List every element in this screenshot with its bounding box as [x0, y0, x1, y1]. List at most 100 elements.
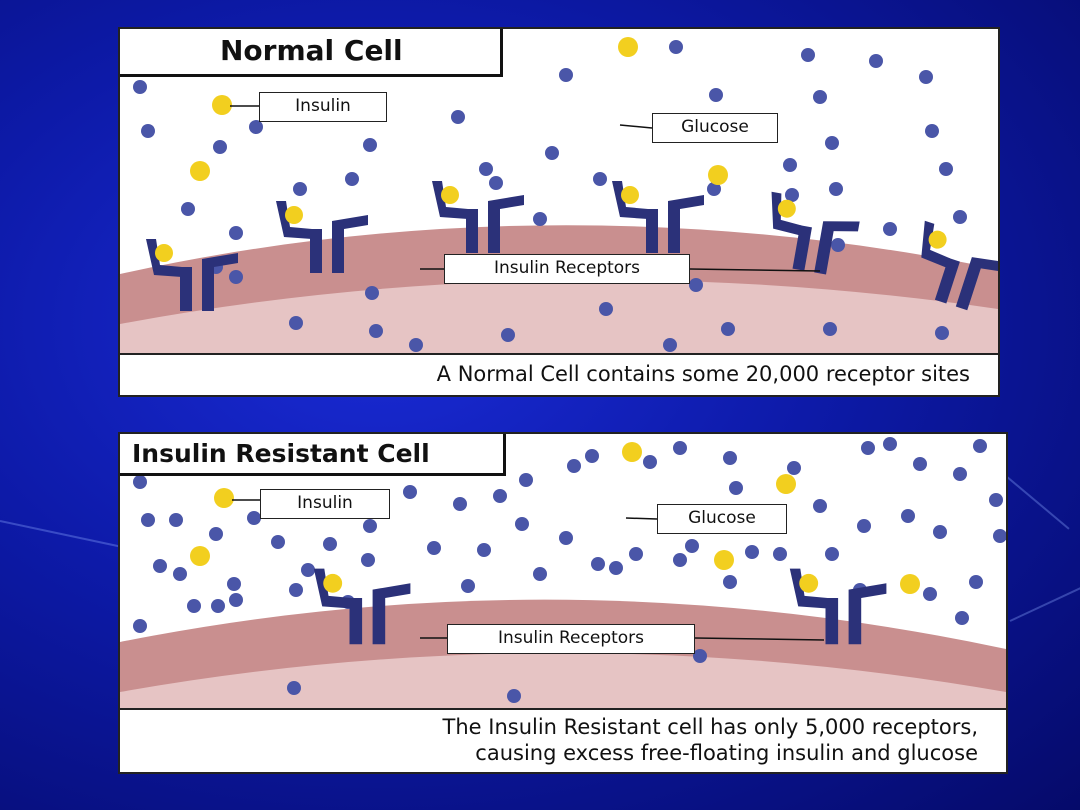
glucose-molecule — [209, 527, 223, 541]
glucose-molecule — [787, 461, 801, 475]
leader-line — [619, 124, 653, 129]
glucose-molecule — [211, 599, 225, 613]
glucose-molecule — [271, 535, 285, 549]
glucose-molecule — [533, 212, 547, 226]
glucose-molecule — [559, 531, 573, 545]
glucose-molecule — [693, 649, 707, 663]
glucose-molecule — [323, 537, 337, 551]
glucose-molecule — [227, 577, 241, 591]
background-streak — [0, 520, 138, 552]
receptor-shape — [349, 598, 363, 645]
leader-line — [689, 268, 821, 272]
glucose-molecule — [883, 222, 897, 236]
glucose-molecule — [501, 328, 515, 342]
insulin-molecule — [776, 474, 796, 494]
glucose-molecule — [229, 270, 243, 284]
glucose-molecule — [133, 475, 147, 489]
glucose-molecule — [363, 138, 377, 152]
glucose-molecule — [829, 182, 843, 196]
receptor-shape — [792, 225, 812, 271]
receptor-shape — [789, 568, 828, 609]
glucose-molecule — [609, 561, 623, 575]
glucose-molecule — [935, 326, 949, 340]
glucose-molecule — [901, 509, 915, 523]
insulin-molecule — [714, 550, 734, 570]
insulin-molecule — [622, 442, 642, 462]
caption-line: causing excess free-floating insulin and… — [475, 741, 978, 765]
insulin-molecule — [214, 488, 234, 508]
glucose-molecule — [567, 459, 581, 473]
glucose-molecule — [785, 188, 799, 202]
receptor-shape — [814, 221, 860, 275]
glucose-molecule — [289, 583, 303, 597]
panel-title: Insulin Resistant Cell — [120, 434, 506, 476]
glucose-molecule — [533, 567, 547, 581]
insulin-molecule — [900, 574, 920, 594]
glucose-molecule — [689, 278, 703, 292]
glucose-molecule — [919, 70, 933, 84]
glucose-molecule — [729, 481, 743, 495]
bound-insulin — [441, 186, 459, 204]
glucose-molecule — [857, 519, 871, 533]
glucose-molecule — [479, 162, 493, 176]
receptor-shape — [432, 181, 468, 219]
glucose-molecule — [629, 547, 643, 561]
glucose-molecule — [953, 467, 967, 481]
glucose-molecule — [989, 493, 1003, 507]
glucose-molecule — [249, 120, 263, 134]
glucose-molecule — [229, 593, 243, 607]
receptor-shape — [332, 215, 368, 273]
glucose-molecule — [969, 575, 983, 589]
glucose-molecule — [673, 553, 687, 567]
glucose-molecule — [301, 563, 315, 577]
glucose-molecule — [345, 172, 359, 186]
glucose-molecule — [591, 557, 605, 571]
glucose-molecule — [133, 80, 147, 94]
bound-insulin — [285, 206, 303, 224]
glucose-molecule — [545, 146, 559, 160]
glucose-molecule — [477, 543, 491, 557]
glucose-molecule — [361, 553, 375, 567]
glucose-molecule — [141, 124, 155, 138]
glucose-molecule — [825, 547, 839, 561]
glucose-molecule — [599, 302, 613, 316]
glucose-molecule — [707, 182, 721, 196]
glucose-molecule — [363, 519, 377, 533]
glucose-molecule — [493, 489, 507, 503]
glucose-molecule — [453, 497, 467, 511]
glucose-molecule — [813, 90, 827, 104]
glucose-molecule — [783, 158, 797, 172]
glucose-molecule — [187, 599, 201, 613]
glucose-molecule — [745, 545, 759, 559]
receptor-shape — [310, 229, 322, 273]
panel-caption: A Normal Cell contains some 20,000 recep… — [120, 353, 998, 395]
glucose-molecule — [181, 202, 195, 216]
receptor-shape — [612, 181, 648, 219]
glucose-molecule — [813, 499, 827, 513]
glucose-label: Glucose — [652, 113, 778, 143]
glucose-molecule — [709, 88, 723, 102]
glucose-molecule — [515, 517, 529, 531]
receptor-shape — [488, 195, 524, 253]
receptor-shape — [466, 209, 478, 253]
panel-title: Normal Cell — [120, 29, 503, 77]
glucose-molecule — [427, 541, 441, 555]
insulin-label: Insulin — [260, 489, 390, 519]
panel-caption: The Insulin Resistant cell has only 5,00… — [120, 708, 1006, 772]
glucose-molecule — [955, 611, 969, 625]
glucose-molecule — [869, 54, 883, 68]
glucose-molecule — [861, 441, 875, 455]
normal-cell-panel: Normal Cell Insulin Glucose Insulin Rece… — [118, 27, 1000, 397]
insulin-receptors-label: Insulin Receptors — [447, 624, 695, 654]
glucose-molecule — [669, 40, 683, 54]
glucose-molecule — [923, 587, 937, 601]
bound-insulin — [777, 199, 796, 218]
glucose-molecule — [369, 324, 383, 338]
insulin-receptor — [921, 220, 998, 311]
glucose-molecule — [723, 451, 737, 465]
glucose-molecule — [461, 579, 475, 593]
glucose-molecule — [925, 124, 939, 138]
glucose-molecule — [173, 567, 187, 581]
glucose-label: Glucose — [657, 504, 787, 534]
glucose-molecule — [153, 559, 167, 573]
